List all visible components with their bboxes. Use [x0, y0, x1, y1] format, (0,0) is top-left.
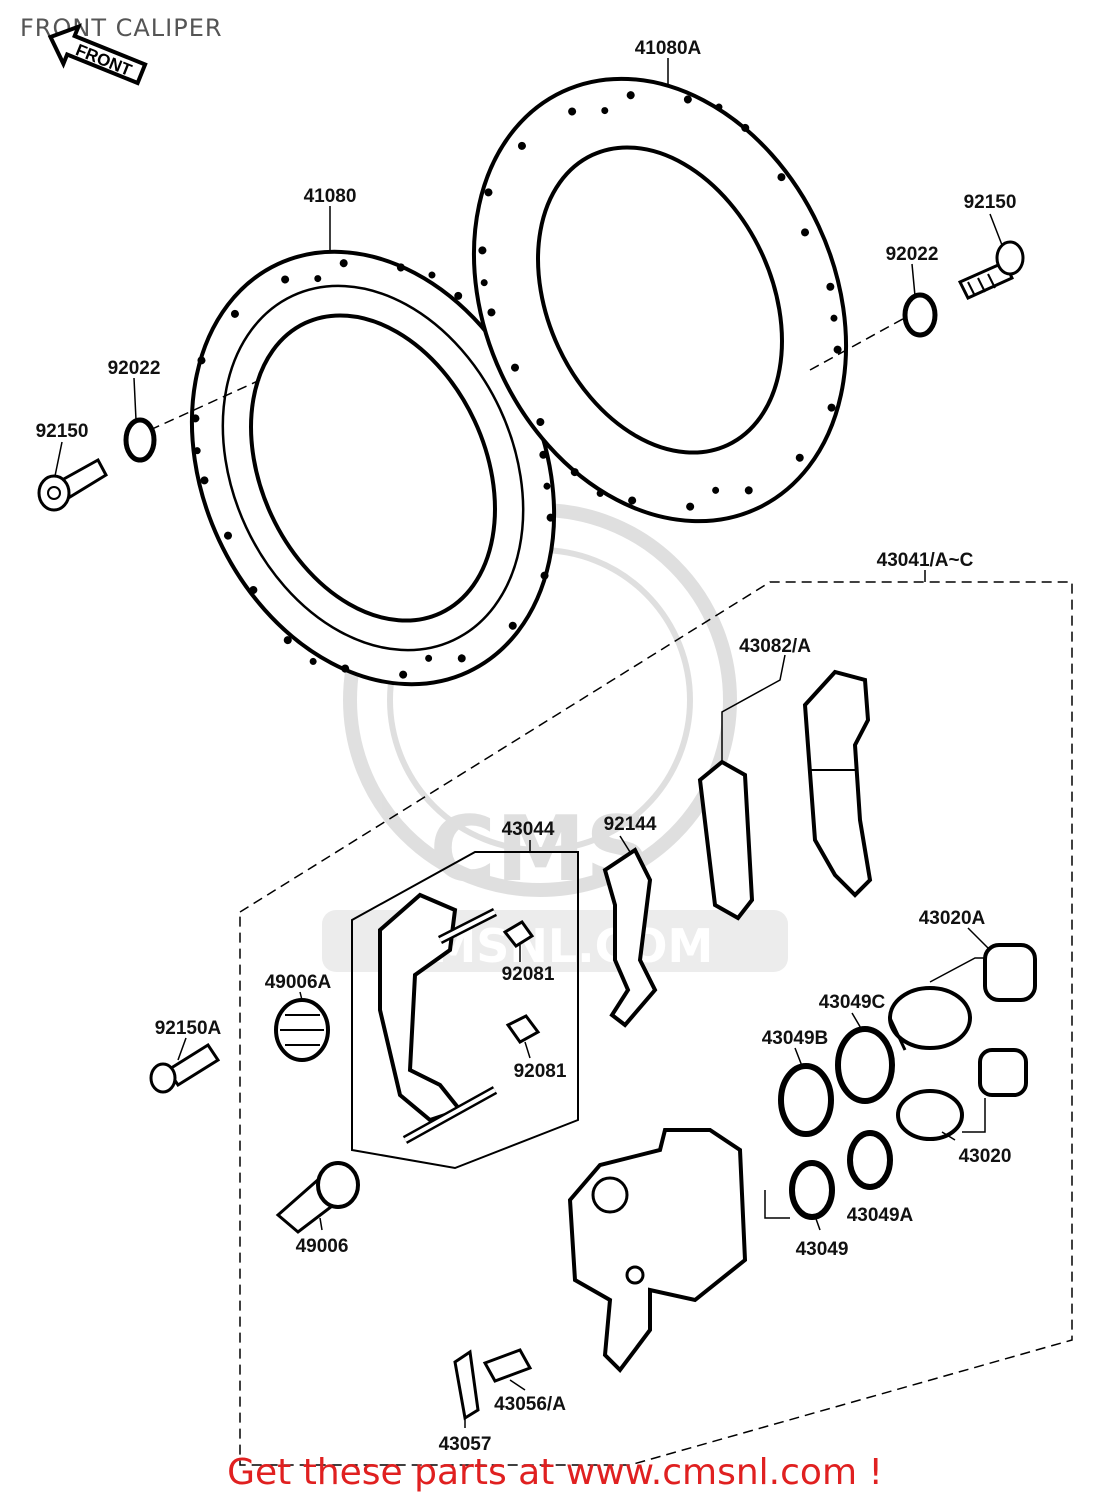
washer-92022-left	[123, 417, 157, 463]
piston-43020	[896, 1089, 964, 1141]
clip-92081-top	[502, 920, 535, 948]
bleed-cap-43057	[453, 1349, 480, 1421]
seal-43049A	[847, 1130, 893, 1190]
clip-92081-bottom	[505, 1014, 541, 1044]
seal-43049C	[835, 1026, 895, 1104]
seal-43049B	[778, 1063, 834, 1137]
boot-49006A	[274, 998, 330, 1062]
leader-lines	[54, 58, 1003, 1428]
label-49006A: 49006A	[265, 972, 332, 993]
brake-pad-outer	[802, 669, 873, 898]
label-43049A: 43049A	[847, 1205, 914, 1226]
label-43049: 43049	[796, 1239, 849, 1260]
seal-43049	[789, 1160, 835, 1220]
label-43044: 43044	[502, 819, 555, 840]
brake-disc-41080A	[471, 76, 849, 524]
label-43057: 43057	[439, 1434, 492, 1455]
label-92081-top: 92081	[502, 964, 555, 985]
caliper-body	[567, 1128, 748, 1374]
label-41080A: 41080A	[635, 38, 702, 59]
front-arrow-icon: FRONT	[47, 23, 148, 86]
bolt-92150-right	[957, 240, 1025, 300]
footer-link-text[interactable]: Get these parts at www.cmsnl.com !	[227, 1452, 883, 1493]
bolt-92150-left	[37, 457, 108, 512]
piston-43020A	[888, 986, 972, 1051]
brake-pad-inner	[697, 759, 755, 921]
bolt-92150A	[149, 1042, 221, 1094]
label-92150-right: 92150	[964, 192, 1017, 213]
label-92150-left: 92150	[36, 421, 89, 442]
label-41080: 41080	[304, 186, 357, 207]
dust-cover-43020	[978, 1048, 1028, 1097]
axis-lines	[149, 314, 911, 431]
label-92022-right: 92022	[886, 244, 939, 265]
bracket-group-boundary	[351, 851, 579, 1170]
label-49006: 49006	[296, 1236, 349, 1257]
label-92150A: 92150A	[155, 1018, 222, 1039]
label-43049C: 43049C	[819, 992, 886, 1013]
caliper-bracket-43044	[378, 892, 498, 1144]
leader-43082	[721, 654, 786, 762]
label-92081-bottom: 92081	[514, 1061, 567, 1082]
label-43056: 43056/A	[494, 1394, 566, 1415]
bleed-valve-43056	[482, 1348, 533, 1383]
label-43041: 43041/A~C	[877, 550, 974, 571]
washer-92022-right	[902, 292, 938, 338]
boot-49006	[275, 1161, 360, 1234]
brake-disc-41080	[189, 249, 557, 687]
label-43049B: 43049B	[762, 1028, 829, 1049]
label-92022-left: 92022	[108, 358, 161, 379]
label-43020A: 43020A	[919, 908, 986, 929]
label-43020: 43020	[959, 1146, 1012, 1167]
caliper-assembly-boundary	[239, 581, 1073, 1466]
pad-spring-92144	[602, 847, 658, 1028]
dust-cover-43020A	[983, 943, 1037, 1002]
label-92144: 92144	[604, 814, 657, 835]
label-43082: 43082/A	[739, 636, 811, 657]
